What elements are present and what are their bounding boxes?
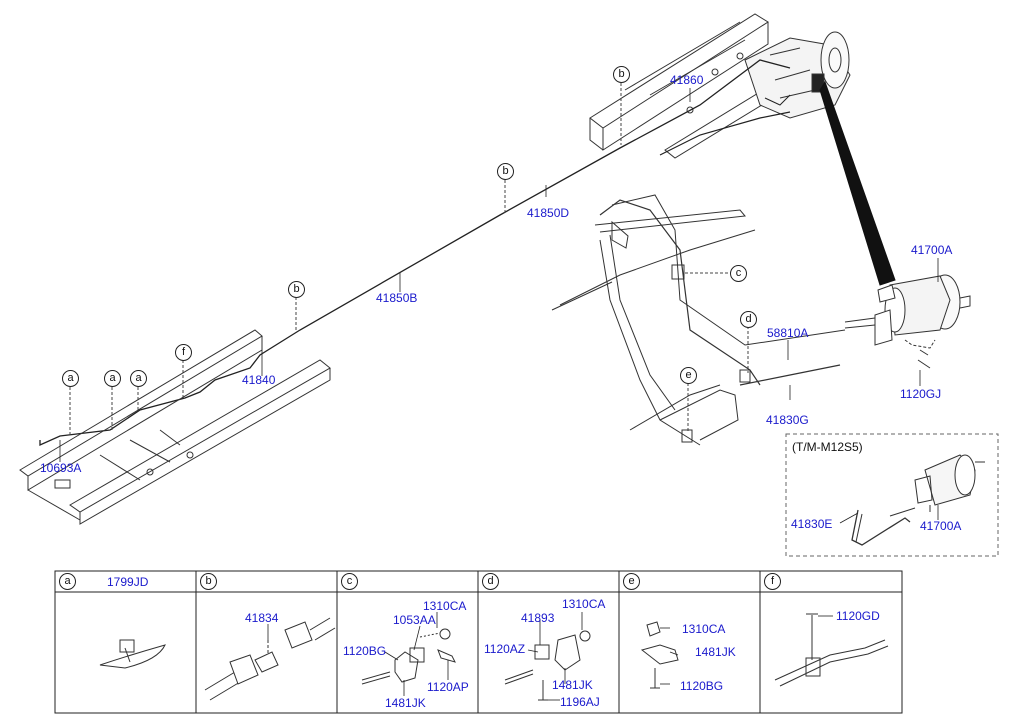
- part-c-1053AA: 1053AA: [393, 613, 436, 627]
- callout-f-1: f: [175, 344, 192, 361]
- part-c-1310CA: 1310CA: [423, 599, 467, 613]
- label-41700A: 41700A: [911, 243, 953, 257]
- part-e-1481JK: 1481JK: [695, 645, 736, 659]
- main-clutch-line: [39, 59, 791, 447]
- part-d-1120AZ: 1120AZ: [484, 642, 526, 656]
- label-41830E: 41830E: [791, 517, 833, 531]
- callout-e-1: e: [680, 367, 697, 384]
- variant-box-label: (T/M-M12S5): [792, 440, 863, 454]
- part-d-1196AJ: 1196AJ: [560, 695, 600, 709]
- clip-d-sketch: [504, 630, 591, 701]
- part-c-1120AP: 1120AP: [427, 680, 469, 694]
- callout-a-2: a: [104, 370, 121, 387]
- cable-tie-sketch: [99, 639, 166, 669]
- detail-table: [54, 570, 903, 714]
- callout-b-3: b: [288, 281, 305, 298]
- table-a-header-part: 1799JD: [107, 575, 149, 589]
- label-1120GJ: 1120GJ: [900, 387, 942, 401]
- label-41830G: 41830G: [766, 413, 809, 427]
- callout-a-3: a: [130, 370, 147, 387]
- clip-f-sketch: [774, 613, 889, 687]
- transmission: [744, 31, 851, 119]
- part-e-1310CA: 1310CA: [682, 622, 726, 636]
- label-41700A-inset: 41700A: [920, 519, 962, 533]
- part-41834: 41834: [245, 611, 279, 625]
- label-10693A: 10693A: [40, 461, 82, 475]
- part-d-41893: 41893: [521, 611, 555, 625]
- part-c-1120BG: 1120BG: [343, 644, 387, 658]
- label-41860: 41860: [670, 73, 704, 87]
- detail-wedge: [819, 80, 896, 286]
- callout-b-1: b: [613, 66, 630, 83]
- lower-frame-rail: [19, 329, 331, 525]
- table-letter-f: f: [764, 573, 781, 590]
- table-letter-e: e: [623, 573, 640, 590]
- cross-member-hoses: [551, 194, 846, 446]
- clutch-actuator: [844, 274, 971, 369]
- table-letter-a: a: [59, 573, 76, 590]
- label-41840: 41840: [242, 373, 276, 387]
- table-letter-d: d: [482, 573, 499, 590]
- inset-actuator: [851, 454, 985, 546]
- label-58810A: 58810A: [767, 326, 809, 340]
- clip-e-sketch: [640, 621, 679, 689]
- callout-b-2: b: [497, 163, 514, 180]
- callout-a-1: a: [62, 370, 79, 387]
- part-e-1120BG: 1120BG: [680, 679, 724, 693]
- label-41850D: 41850D: [527, 206, 570, 220]
- part-d-1310CA: 1310CA: [562, 597, 606, 611]
- callout-c-1: c: [730, 265, 747, 282]
- table-letter-b: b: [200, 573, 217, 590]
- fitting-sketch: [204, 617, 336, 701]
- part-d-1481JK: 1481JK: [552, 678, 593, 692]
- label-41850B: 41850B: [376, 291, 418, 305]
- clip-c-sketch: [361, 628, 456, 685]
- part-f-1120GD: 1120GD: [836, 609, 880, 623]
- callout-d-1: d: [740, 311, 757, 328]
- variant-box: [785, 433, 999, 557]
- part-c-1481JK: 1481JK: [385, 696, 426, 710]
- table-letter-c: c: [341, 573, 358, 590]
